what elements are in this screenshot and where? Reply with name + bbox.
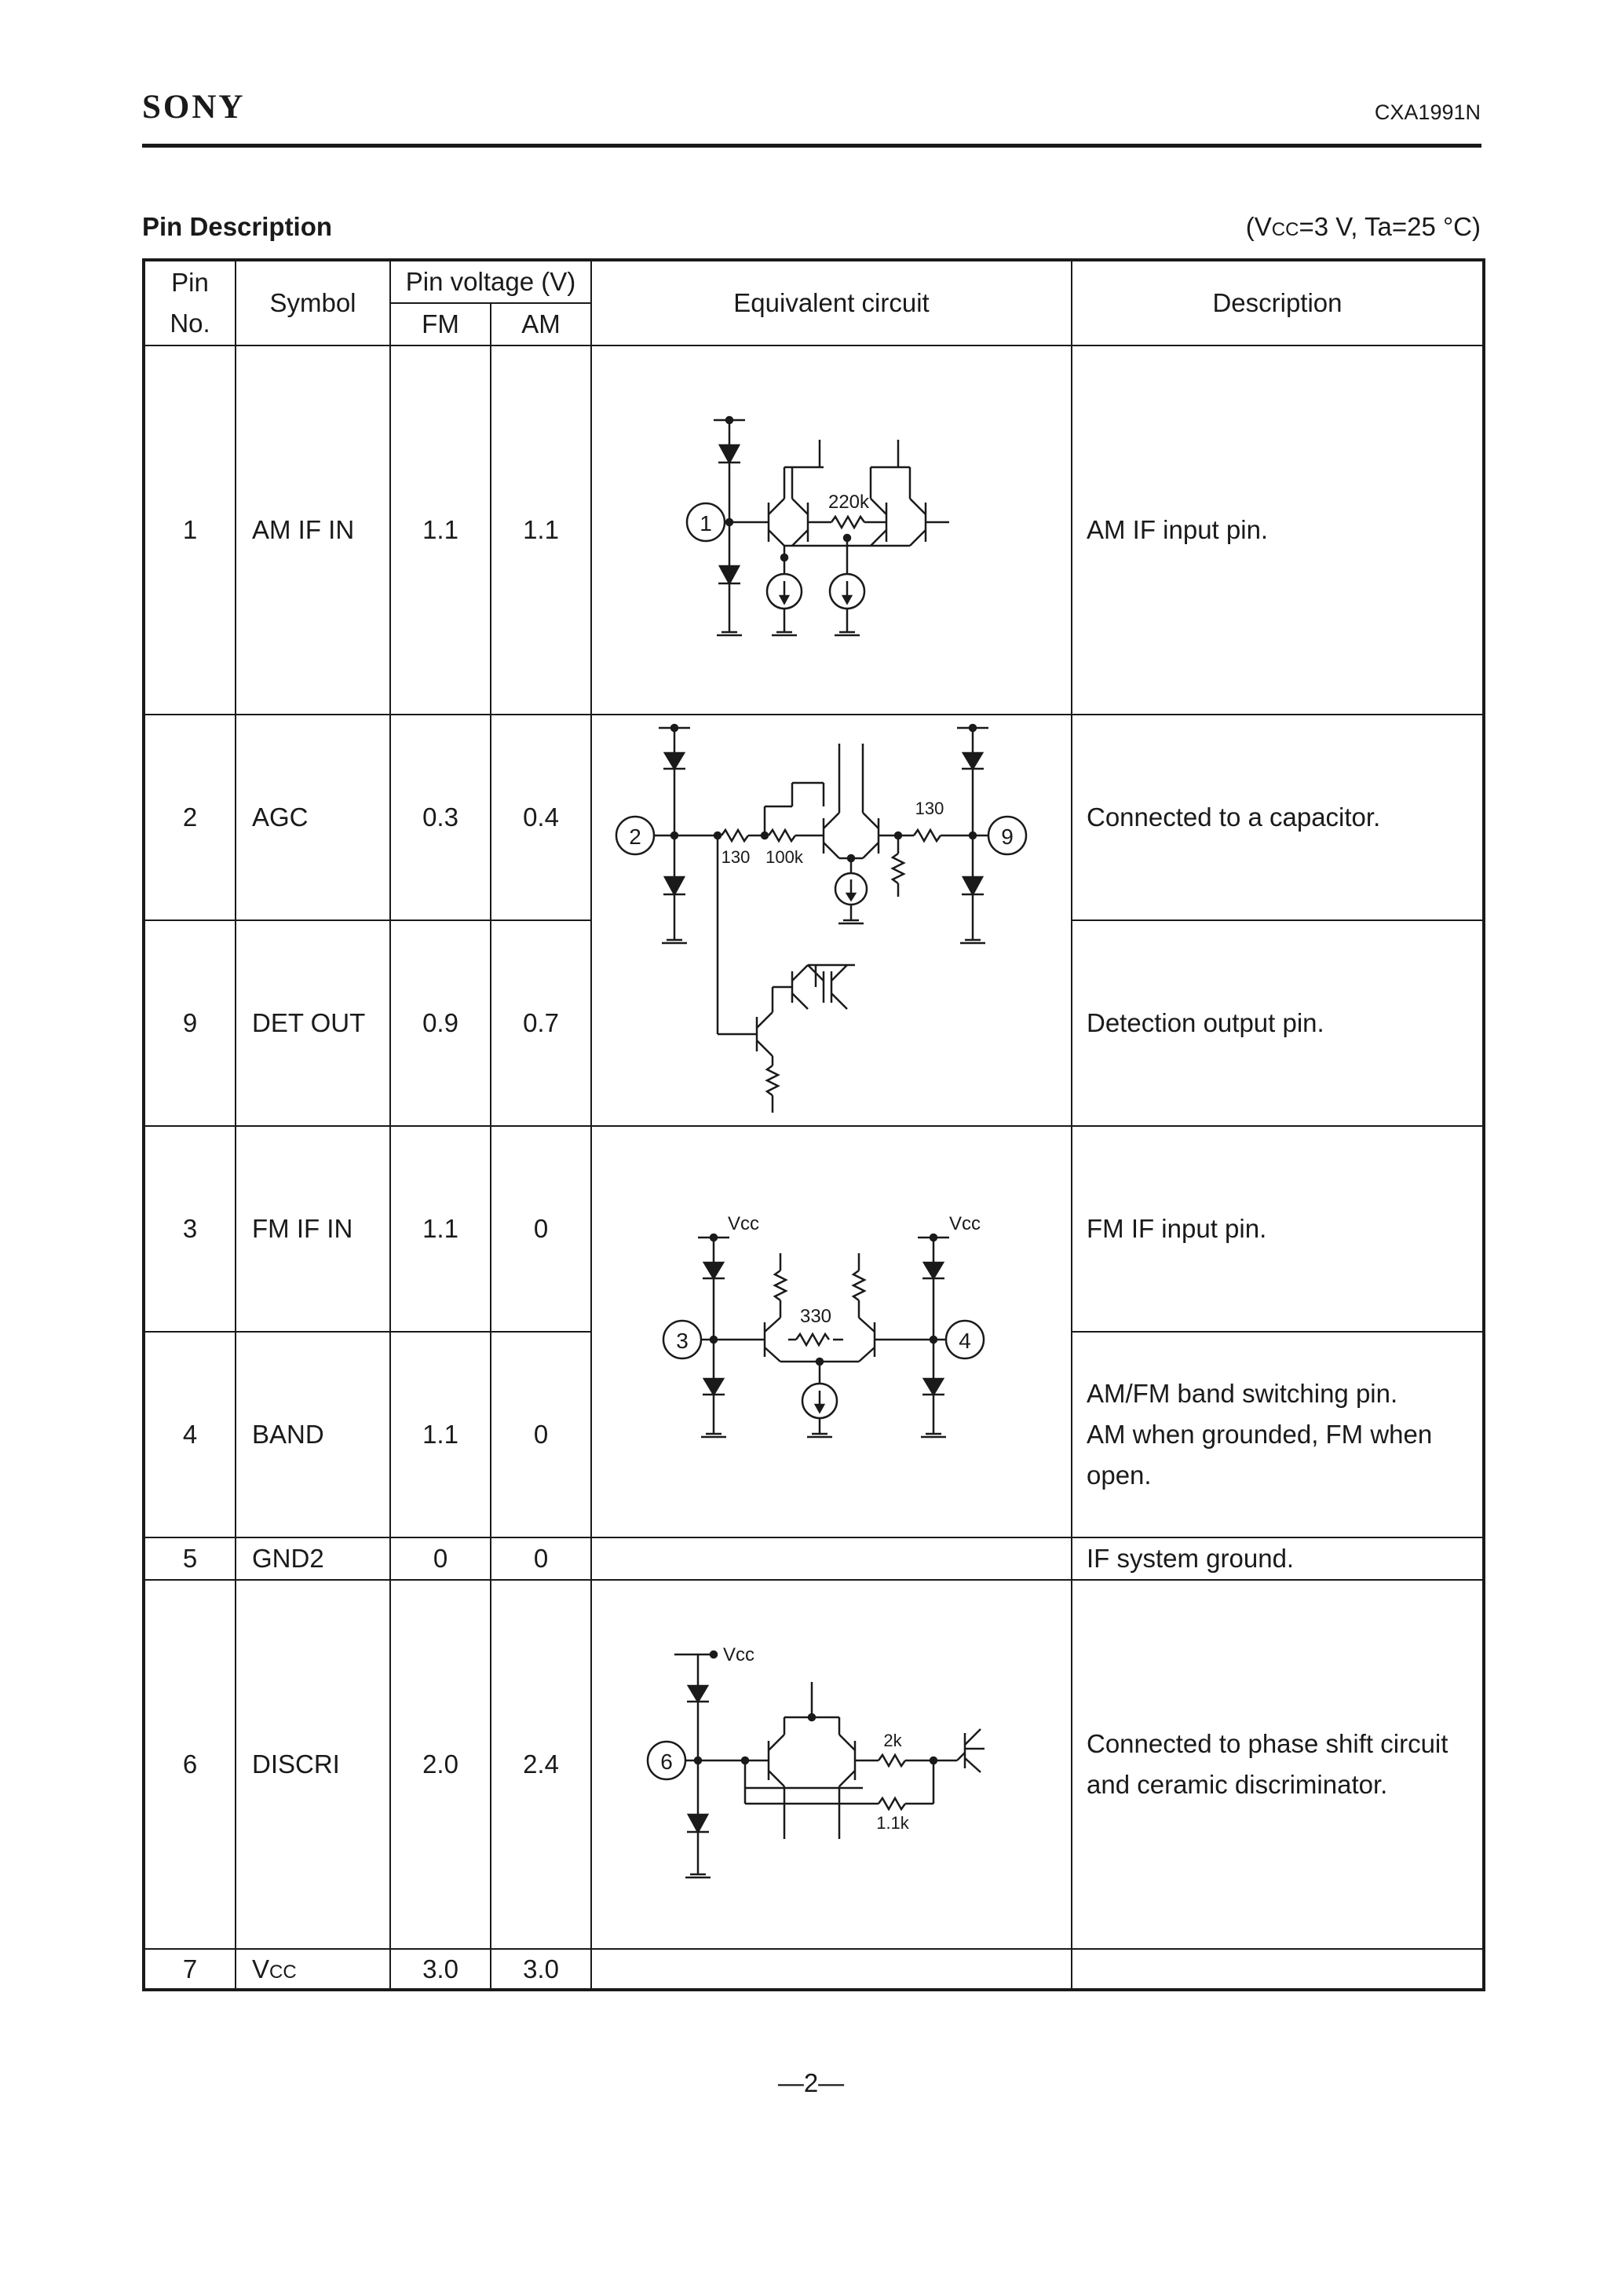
header-description: Description: [1071, 259, 1485, 346]
equivalent-circuit-3-4: Vcc 3 330: [590, 1125, 1072, 1538]
pin-symbol: BAND: [235, 1331, 391, 1538]
table-row: 5 GND2 0 0 IF system ground.: [143, 1537, 1485, 1581]
svg-text:3: 3: [676, 1329, 689, 1353]
fm-voltage: 1.1: [389, 345, 491, 715]
table-row: 4 BAND 1.1 0 AM/FM band switching pin.AM…: [143, 1331, 1485, 1538]
fm-voltage: 3.0: [389, 1948, 491, 1991]
am-voltage: 2.4: [490, 1579, 592, 1950]
pin-description: AM/FM band switching pin.AM when grounde…: [1071, 1331, 1485, 1538]
brand-logo: SONY: [142, 89, 246, 126]
fm-voltage: 1.1: [389, 1125, 491, 1333]
table-row: 7 VCC 3.0 3.0: [143, 1948, 1485, 1991]
equivalent-circuit-empty: [590, 1948, 1072, 1991]
svg-text:100k: 100k: [765, 847, 804, 867]
svg-text:1.1k: 1.1k: [876, 1813, 910, 1833]
table-row: 1 AM IF IN 1.1 1.1 1: [143, 345, 1485, 715]
am-voltage: 0: [490, 1125, 592, 1333]
header-pin-voltage: Pin voltage (V): [389, 259, 592, 304]
resistor-label: 220k: [828, 492, 870, 513]
pin-number: 1: [143, 345, 236, 715]
table-row: 6 DISCRI 2.0 2.4 Vcc 6: [143, 1579, 1485, 1950]
svg-text:130: 130: [915, 799, 944, 818]
pin-symbol: VCC: [235, 1948, 391, 1991]
am-voltage: 1.1: [490, 345, 592, 715]
pin-number: 2: [143, 714, 236, 921]
fm-voltage: 0.3: [389, 714, 491, 921]
am-voltage: 0.7: [490, 919, 592, 1127]
pin-description: [1071, 1948, 1485, 1991]
test-conditions: (VCC=3 V, Ta=25 °C): [1245, 212, 1481, 241]
pin-description: AM IF input pin.: [1071, 345, 1485, 715]
table-row: 9 DET OUT 0.9 0.7 Detection output pin.: [143, 919, 1485, 1127]
table-row: 3 FM IF IN 1.1 0 Vcc 3: [143, 1125, 1485, 1538]
pin-description: Detection output pin.: [1071, 919, 1485, 1127]
header-am: AM: [490, 302, 592, 346]
svg-text:130: 130: [721, 847, 751, 867]
pin-number: 5: [143, 1537, 236, 1581]
pin-number: 7: [143, 1948, 236, 1991]
pin-symbol: AGC: [235, 714, 391, 921]
svg-text:Vcc: Vcc: [723, 1644, 754, 1665]
pin-number: 9: [143, 919, 236, 1127]
svg-text:6: 6: [660, 1749, 673, 1774]
pin-symbol: FM IF IN: [235, 1125, 391, 1333]
header-fm: FM: [389, 302, 491, 346]
pin-description: IF system ground.: [1071, 1537, 1485, 1581]
header-symbol: Symbol: [235, 259, 391, 346]
fm-voltage: 2.0: [389, 1579, 491, 1950]
am-voltage: 3.0: [490, 1948, 592, 1991]
pin-number: 6: [143, 1579, 236, 1950]
header-equivalent-circuit: Equivalent circuit: [590, 259, 1072, 346]
svg-text:4: 4: [959, 1329, 971, 1353]
svg-text:Vcc: Vcc: [949, 1213, 981, 1234]
pin-number: 4: [143, 1331, 236, 1538]
table-row: 2 AGC 0.3 0.4 2 130 100k: [143, 714, 1485, 1127]
svg-text:330: 330: [800, 1306, 831, 1327]
pin-description: FM IF input pin.: [1071, 1125, 1485, 1333]
equivalent-circuit-6: Vcc 6: [590, 1579, 1072, 1950]
page-number: —2—: [777, 2068, 845, 2097]
pin-symbol: DISCRI: [235, 1579, 391, 1950]
am-voltage: 0.4: [490, 714, 592, 921]
pin-number: 3: [143, 1125, 236, 1333]
equivalent-circuit-2-9: 2 130 100k: [590, 714, 1072, 1127]
pin-label: 1: [700, 511, 712, 536]
svg-text:Vcc: Vcc: [728, 1213, 759, 1234]
section-title: Pin Description: [142, 212, 333, 241]
fm-voltage: 1.1: [389, 1331, 491, 1538]
svg-text:2: 2: [629, 824, 641, 849]
header-rule: [142, 144, 1481, 148]
am-voltage: 0: [490, 1537, 592, 1581]
pin-description: Connected to a capacitor.: [1071, 714, 1485, 921]
fm-voltage: 0: [389, 1537, 491, 1581]
equivalent-circuit-1: 1 220k: [590, 345, 1072, 715]
svg-text:2k: 2k: [883, 1731, 902, 1750]
equivalent-circuit-empty: [590, 1537, 1072, 1581]
am-voltage: 0: [490, 1331, 592, 1538]
pin-symbol: GND2: [235, 1537, 391, 1581]
pin-symbol: DET OUT: [235, 919, 391, 1127]
fm-voltage: 0.9: [389, 919, 491, 1127]
pin-symbol: AM IF IN: [235, 345, 391, 715]
svg-text:9: 9: [1001, 824, 1014, 849]
part-number: CXA1991N: [1374, 101, 1481, 124]
